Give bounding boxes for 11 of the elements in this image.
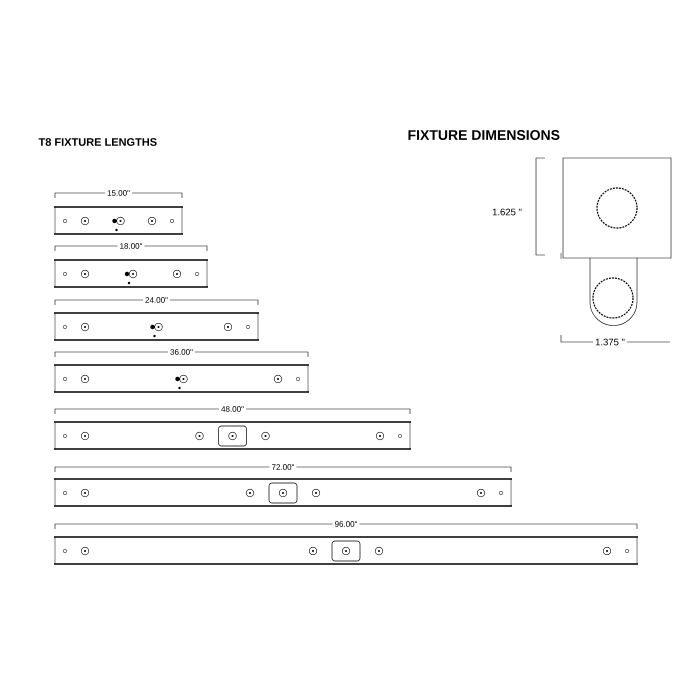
dimension-label: 18.00": [118, 242, 144, 250]
dimension-label: 72.00": [270, 463, 296, 471]
dimension-label: 1.625 ": [492, 208, 522, 216]
dimension-label: 1.375 ": [593, 335, 627, 349]
section-heading: T8 FIXTURE LENGTHS: [38, 138, 157, 146]
dimension-label: 36.00": [168, 348, 195, 356]
dimension-label: 15.00": [105, 189, 132, 197]
section-heading: FIXTURE DIMENSIONS: [408, 130, 560, 140]
dimension-label: 48.00": [219, 405, 246, 413]
dimension-label: 96.00": [332, 520, 360, 528]
dimension-label: 24.00": [143, 296, 170, 304]
